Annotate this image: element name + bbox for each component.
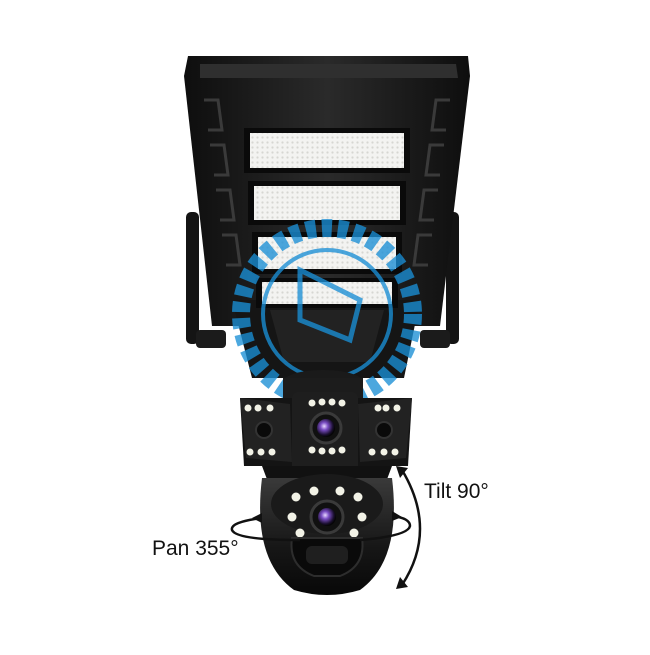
tilt-label: Tilt 90° xyxy=(424,480,489,503)
pan-arrow-icon xyxy=(230,511,412,542)
led-panels xyxy=(244,128,410,308)
ptz-dome xyxy=(260,474,394,595)
pan-label: Pan 355° xyxy=(152,537,239,560)
antenna-left xyxy=(186,212,226,348)
upper-camera-band xyxy=(240,370,412,472)
tilt-arrow-icon xyxy=(396,466,422,589)
